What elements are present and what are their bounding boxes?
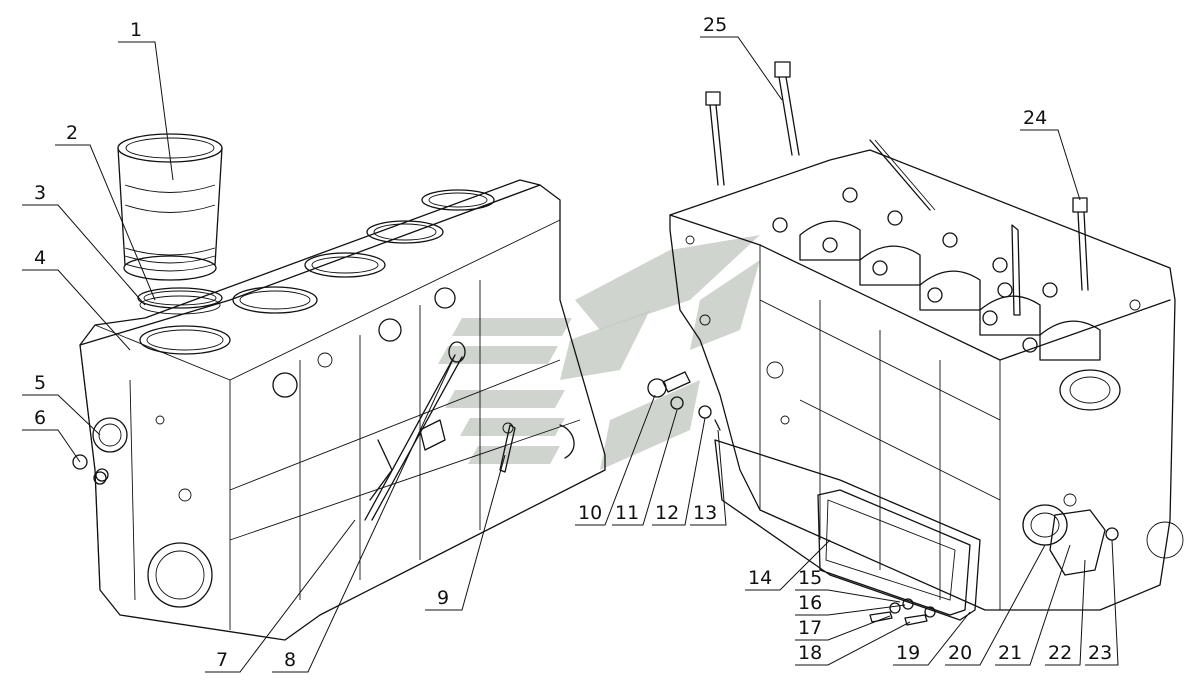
callout-20: 20: [948, 642, 972, 664]
callout-8: 8: [284, 649, 296, 671]
washers-screws: [869, 598, 936, 626]
callout-24: 24: [1023, 107, 1047, 129]
callout-18: 18: [798, 642, 822, 664]
callout-labels: 1 2 3 4 5 6 7 8 9 10 11 12 13 14 15 16 1…: [34, 14, 1112, 671]
callout-14: 14: [748, 567, 772, 589]
left-cylinder-block: [79, 179, 606, 641]
callout-10: 10: [578, 502, 602, 524]
callout-13: 13: [693, 502, 717, 524]
plug-part-6: [72, 454, 107, 485]
callout-19: 19: [896, 642, 920, 664]
callout-6: 6: [34, 407, 46, 429]
callout-9: 9: [437, 587, 449, 609]
callout-25: 25: [703, 14, 727, 36]
callout-5: 5: [34, 372, 46, 394]
callout-23: 23: [1088, 642, 1112, 664]
callout-2: 2: [66, 122, 78, 144]
cylinder-liner: [117, 133, 223, 281]
callout-3: 3: [34, 182, 46, 204]
callout-4: 4: [34, 247, 46, 269]
callout-7: 7: [216, 649, 228, 671]
right-cylinder-block: [669, 139, 1184, 611]
callout-22: 22: [1048, 642, 1072, 664]
liner-seal-rings: [137, 287, 223, 315]
callout-21: 21: [998, 642, 1022, 664]
leader-lines: [22, 36, 1119, 673]
callout-1: 1: [130, 19, 142, 41]
callout-15: 15: [798, 567, 822, 589]
cylinder-head-bolts: [705, 61, 1089, 316]
callout-12: 12: [655, 502, 679, 524]
callout-16: 16: [798, 592, 822, 614]
callout-17: 17: [798, 617, 822, 639]
callout-11: 11: [615, 502, 639, 524]
